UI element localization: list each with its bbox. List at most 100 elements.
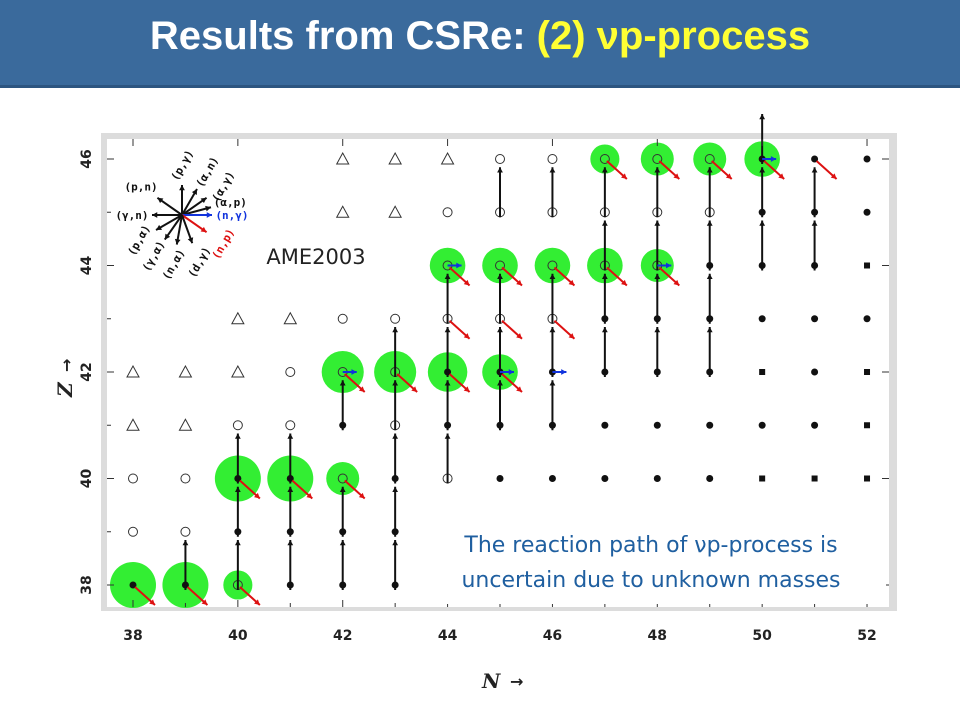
ngamma-arrow	[657, 262, 672, 269]
pgamma-arrow-head	[759, 220, 766, 226]
np-arrow-head	[463, 386, 470, 392]
ngamma-arrow-head	[561, 369, 567, 375]
pgamma-arrow-head	[287, 433, 294, 439]
predicted-mass-marker	[232, 420, 243, 431]
np-arrow	[815, 160, 838, 180]
pgamma-arrow-head	[182, 540, 189, 546]
np-arrow	[658, 266, 680, 287]
np-arrow	[186, 586, 209, 606]
np-arrow-head	[411, 386, 418, 392]
pgamma-arrow-head	[339, 540, 346, 546]
key-label: (n,γ)	[215, 209, 248, 222]
pgamma-arrow-head	[759, 167, 766, 173]
ngamma-arrow-head	[456, 262, 462, 269]
unknown-mass-marker	[126, 364, 140, 378]
unknown-mass-marker	[335, 205, 350, 218]
pgamma-arrow-head	[444, 327, 451, 333]
pgamma-arrow	[444, 380, 451, 431]
pgamma-arrow	[601, 273, 608, 324]
np-arrow-head	[673, 279, 680, 286]
ngamma-arrow	[500, 369, 515, 375]
y-axis-arrow: →	[57, 359, 76, 372]
np-arrow	[448, 320, 471, 340]
np-arrow	[711, 160, 733, 180]
key-arrow	[182, 212, 212, 218]
pgamma-arrow	[234, 486, 241, 537]
pgamma-arrow	[497, 167, 503, 218]
np-arrow-head	[673, 173, 680, 179]
pgamma-arrow-head	[444, 380, 451, 386]
pgamma-arrow	[706, 220, 713, 271]
ngamma-arrow-head	[351, 369, 357, 375]
np-arrow	[448, 266, 471, 287]
np-arrow	[291, 479, 313, 500]
np-arrow-head	[254, 492, 260, 499]
np-arrow	[553, 266, 576, 287]
y-tick-label: 42	[79, 362, 95, 381]
ngamma-arrow-head	[666, 262, 672, 269]
stable-nuclide-marker	[864, 475, 871, 482]
pgamma-arrow	[601, 220, 608, 271]
pgamma-arrow-head	[339, 380, 346, 386]
predicted-mass-marker	[442, 207, 453, 218]
np-arrow	[553, 320, 576, 340]
pgamma-arrow	[811, 167, 818, 218]
measured-mass-marker	[863, 208, 871, 216]
np-arrow-head	[568, 333, 575, 339]
pgamma-arrow-head	[549, 167, 556, 173]
pgamma-arrow-head	[654, 220, 661, 226]
key-label: (p,n)	[124, 180, 157, 193]
pgamma-arrow-head	[654, 167, 661, 173]
pgamma-arrow	[287, 540, 294, 590]
np-arrow-head	[516, 279, 523, 286]
pgamma-arrow	[549, 380, 556, 431]
np-arrow-head	[830, 173, 837, 179]
predicted-mass-marker	[337, 473, 348, 484]
np-arrow	[501, 320, 523, 340]
x-tick-label: 50	[752, 628, 772, 644]
measured-mass-marker	[811, 155, 819, 163]
pgamma-arrow	[444, 433, 451, 484]
measured-mass-marker	[706, 421, 714, 429]
pgamma-arrow	[339, 540, 346, 590]
key-arrow-head	[174, 238, 181, 245]
y-axis-title: Z	[53, 381, 77, 398]
pgamma-arrow-head	[287, 540, 294, 546]
stable-nuclide-marker	[759, 369, 766, 375]
y-tick-label: 40	[79, 469, 95, 489]
np-arrow-head	[516, 386, 523, 392]
x-tick-label: 42	[333, 628, 352, 644]
slide-title: Results from CSRe: (2) νp-process	[0, 14, 960, 59]
np-arrow-head	[149, 599, 155, 605]
pgamma-arrow	[549, 273, 556, 324]
predicted-mass-marker	[652, 154, 663, 164]
predicted-mass-marker	[547, 154, 558, 164]
pgamma-arrow	[392, 327, 399, 377]
pgamma-arrow	[601, 167, 608, 218]
mass-table-label: AME2003	[247, 234, 385, 280]
pgamma-arrow	[444, 327, 451, 377]
measured-mass-marker	[129, 581, 137, 589]
np-arrow	[501, 373, 523, 393]
pgamma-arrow-head	[706, 273, 713, 280]
key-arrow-head	[179, 185, 185, 191]
pgamma-arrow	[811, 220, 818, 271]
measured-mass-marker	[811, 421, 819, 429]
pgamma-arrow	[759, 220, 766, 271]
pgamma-arrow-head	[759, 114, 766, 120]
pgamma-arrow	[392, 540, 399, 590]
pgamma-arrow	[654, 167, 661, 218]
pgamma-arrow	[759, 167, 766, 218]
measured-mass-marker	[653, 421, 661, 429]
pgamma-arrow-head	[706, 167, 713, 173]
key-arrow	[152, 212, 182, 218]
pgamma-arrow	[497, 327, 503, 377]
np-arrow-head	[254, 599, 260, 605]
y-tick-label: 46	[79, 149, 95, 168]
key-label: (α,p)	[214, 196, 247, 209]
note-line-2: uncertain due to unknown masses	[461, 568, 841, 593]
pgamma-arrow	[497, 273, 503, 324]
ngamma-arrow-head	[770, 156, 777, 162]
pgamma-arrow-head	[549, 380, 556, 386]
